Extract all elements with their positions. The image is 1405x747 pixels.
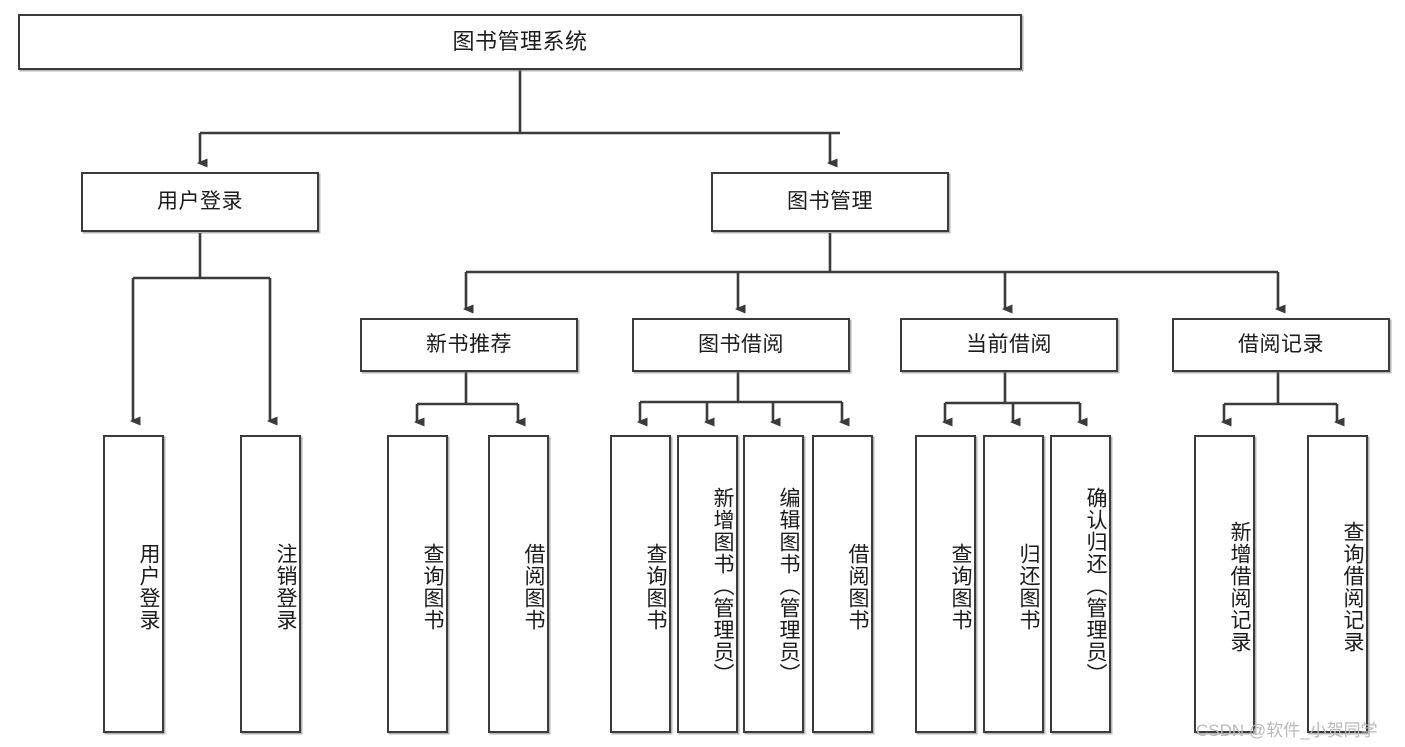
leaf-new-book-borrow[interactable]: 借阅图书 [488,435,549,733]
leaf-book-borrow-query[interactable]: 查询图书 [610,435,671,733]
leaf-new-book-query[interactable]: 查询图书 [387,435,448,733]
leaf-book-borrow-edit[interactable]: 编辑图书（管理员） [743,435,804,733]
leaf-borrow-record-add[interactable]: 新增借阅记录 [1194,435,1255,733]
leaf-current-borrow-return[interactable]: 归还图书 [983,435,1044,733]
csdn-watermark: CSDN @软件_小贺同学 [1196,721,1378,740]
leaf-borrow-record-query[interactable]: 查询借阅记录 [1307,435,1368,733]
node-root-system[interactable]: 图书管理系统 [18,14,1022,70]
node-book-borrow[interactable]: 图书借阅 [632,318,850,372]
node-book-management[interactable]: 图书管理 [711,172,949,232]
leaf-current-borrow-query[interactable]: 查询图书 [915,435,976,733]
leaf-current-borrow-confirm-return[interactable]: 确认归还（管理员） [1050,435,1111,733]
leaf-book-borrow-add[interactable]: 新增图书（管理员） [677,435,738,733]
node-user-login[interactable]: 用户登录 [81,172,319,232]
node-borrow-record[interactable]: 借阅记录 [1172,318,1390,372]
node-current-borrow[interactable]: 当前借阅 [900,318,1118,372]
leaf-user-login-login[interactable]: 用户登录 [103,435,164,733]
leaf-user-login-logout[interactable]: 注销登录 [240,435,301,733]
leaf-book-borrow-borrow[interactable]: 借阅图书 [812,435,873,733]
node-new-book-recommend[interactable]: 新书推荐 [360,318,578,372]
